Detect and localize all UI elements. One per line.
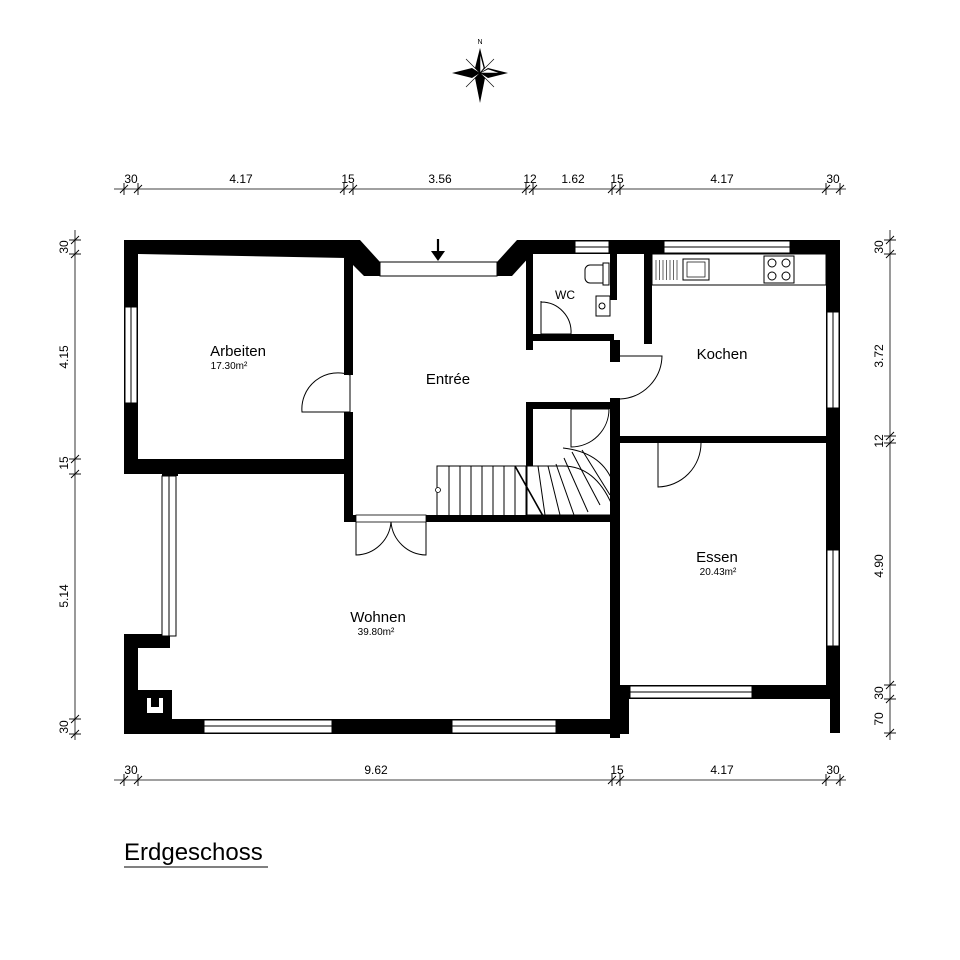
- dimension-label: 15: [57, 456, 71, 470]
- room-name-essen: Essen: [696, 549, 738, 566]
- compass-north-label: N: [477, 39, 482, 46]
- room-name-entree: Entrée: [426, 371, 470, 388]
- washbasin-icon: [595, 295, 611, 317]
- floor-title: Erdgeschoss: [124, 839, 263, 866]
- compass-rose-icon: N: [452, 39, 508, 103]
- dimension-label: 9.62: [364, 763, 388, 777]
- door-wc: [540, 301, 572, 335]
- dimension-label: 30: [57, 720, 71, 734]
- dimension-label: 12: [523, 172, 537, 186]
- dimension-label: 30: [872, 686, 886, 700]
- stair-tread: [571, 451, 601, 506]
- dimension-label: 12: [872, 434, 886, 448]
- windows: [124, 240, 840, 734]
- dimension-label: 70: [872, 712, 886, 726]
- stair-tread: [537, 465, 546, 516]
- room-name-wc: WC: [555, 288, 575, 302]
- room-name-kochen: Kochen: [697, 346, 748, 363]
- dimension-label: 30: [872, 240, 886, 254]
- dimension-label: 30: [57, 240, 71, 254]
- stair-tread: [563, 457, 589, 513]
- fireplace-icon: [138, 690, 172, 720]
- dimension-chain-bottom: 30 9.62 15 4.17 30: [114, 763, 846, 786]
- dimension-label: 30: [826, 172, 840, 186]
- door-storage: [570, 408, 610, 448]
- entrance-door: [379, 261, 498, 277]
- stove-icon: [763, 255, 795, 284]
- dimension-label: 3.72: [872, 344, 886, 368]
- room-name-arbeiten: Arbeiten: [210, 343, 266, 360]
- dimension-label: 15: [341, 172, 355, 186]
- room-name-wohnen: Wohnen: [350, 609, 406, 626]
- dimension-label: 15: [610, 763, 624, 777]
- entrance-arrow-icon: [431, 239, 445, 261]
- stair-tread: [555, 463, 575, 516]
- room-area-essen: 20.43m²: [700, 567, 737, 578]
- dimension-label: 4.17: [229, 172, 253, 186]
- dimension-label: 30: [826, 763, 840, 777]
- dimension-label: 5.14: [57, 584, 71, 608]
- room-area-wohnen: 39.80m²: [358, 627, 395, 638]
- door-wohnen-double: [355, 514, 427, 556]
- door-essen: [657, 442, 702, 488]
- sink-icon: [682, 258, 710, 281]
- dimension-label: 30: [124, 172, 138, 186]
- kitchen-counter: [651, 253, 827, 286]
- staircase: [435, 447, 613, 517]
- dimension-chain-right: 30 3.72 12 4.90 70 30: [872, 230, 896, 740]
- dimension-label: 30: [124, 763, 138, 777]
- drainboard-icon: [655, 260, 678, 280]
- stair-tread: [581, 449, 611, 496]
- dimension-label: 4.90: [872, 554, 886, 578]
- dimension-label: 4.17: [710, 172, 734, 186]
- dimension-label: 3.56: [428, 172, 452, 186]
- dimension-label: 15: [610, 172, 624, 186]
- door-arbeiten: [301, 372, 351, 413]
- toilet-icon: [584, 262, 610, 286]
- dimension-chain-top: 30 4.17 15 3.56 12 1.62 15 4.17 30: [114, 172, 846, 195]
- interior-walls: [344, 252, 826, 738]
- dimension-label: 4.15: [57, 345, 71, 369]
- door-kochen: [619, 355, 663, 400]
- dimension-label: 1.62: [561, 172, 585, 186]
- dimension-chain-left: 30 4.15 15 5.14 30: [57, 230, 81, 740]
- stair-tread: [547, 465, 561, 516]
- room-area-arbeiten: 17.30m²: [211, 361, 248, 372]
- stair-break-line: [514, 465, 544, 517]
- dimension-label: 4.17: [710, 763, 734, 777]
